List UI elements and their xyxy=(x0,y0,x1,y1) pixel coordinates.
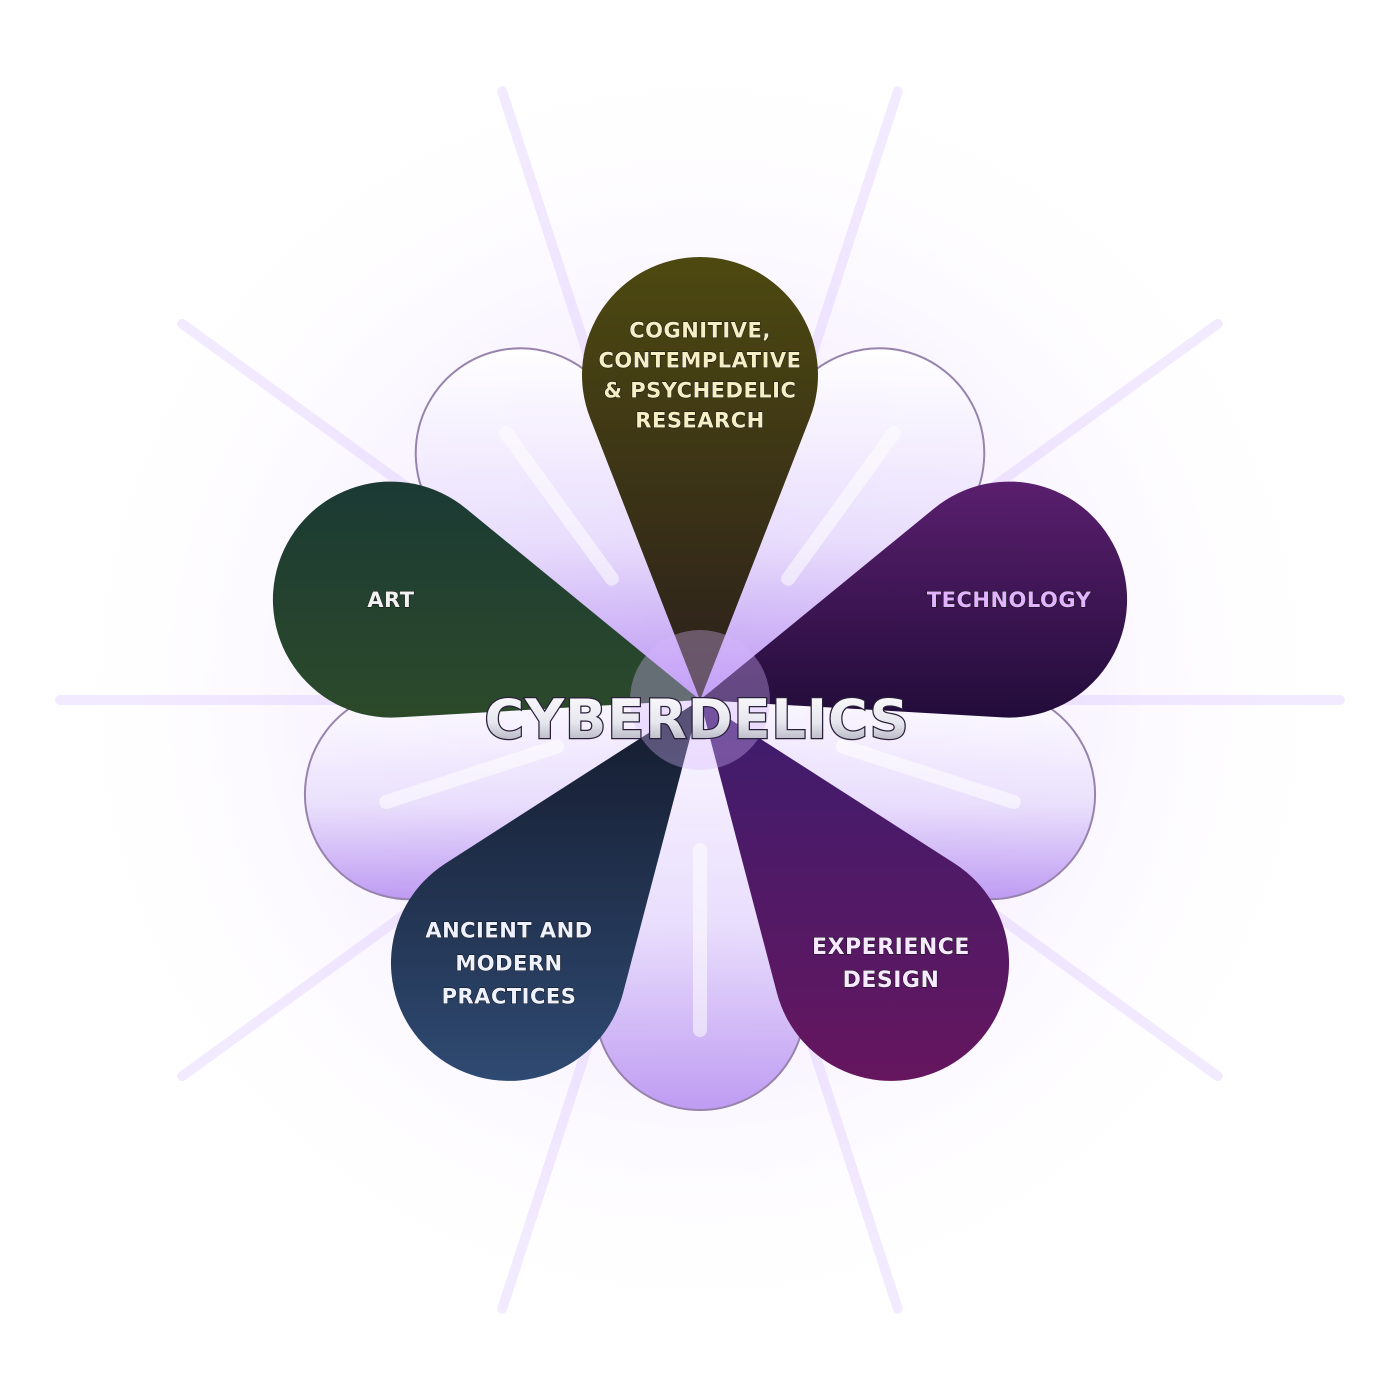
crystal-highlight xyxy=(499,426,619,586)
petal-shape xyxy=(700,700,1010,1081)
petal-shape xyxy=(390,700,700,1081)
petal-shape xyxy=(272,481,700,718)
petal-label-line: MODERN xyxy=(455,951,562,975)
petal-label-line: COGNITIVE, xyxy=(629,318,771,342)
crystal-highlight xyxy=(379,739,565,809)
petal-label-line: & PSYCHEDELIC xyxy=(604,378,797,402)
petal-label-line: CONTEMPLATIVE xyxy=(598,348,801,372)
crystal-highlight xyxy=(781,426,901,586)
petal-ancient-modern: ANCIENT AND MODERN PRACTICES xyxy=(390,700,700,1081)
petal-experience-design: EXPERIENCE DESIGN xyxy=(700,700,1010,1081)
crystal-petals xyxy=(303,347,1097,1112)
petal-label-line: TECHNOLOGY xyxy=(927,588,1092,612)
petal-shape xyxy=(700,481,1128,718)
center-title: CYBERDELICS xyxy=(484,688,909,751)
petal-art: ART xyxy=(272,481,700,718)
petal-technology: TECHNOLOGY xyxy=(700,481,1128,718)
petal-label-line: PRACTICES xyxy=(442,984,577,1008)
petal-label-line: DESIGN xyxy=(843,968,940,993)
petal-label-line: EXPERIENCE xyxy=(812,935,970,960)
petal-label-line: ANCIENT AND xyxy=(425,918,592,942)
petal-research: COGNITIVE, CONTEMPLATIVE & PSYCHEDELIC RESE… xyxy=(582,257,818,700)
center-glow xyxy=(630,630,770,770)
petal-shape xyxy=(582,257,818,700)
petal-label-line: ART xyxy=(367,588,414,612)
crystal-highlight xyxy=(835,739,1021,809)
category-petals: COGNITIVE, CONTEMPLATIVE & PSYCHEDELIC RESE… xyxy=(272,257,1128,1081)
petal-label-line: RESEARCH xyxy=(635,408,764,432)
